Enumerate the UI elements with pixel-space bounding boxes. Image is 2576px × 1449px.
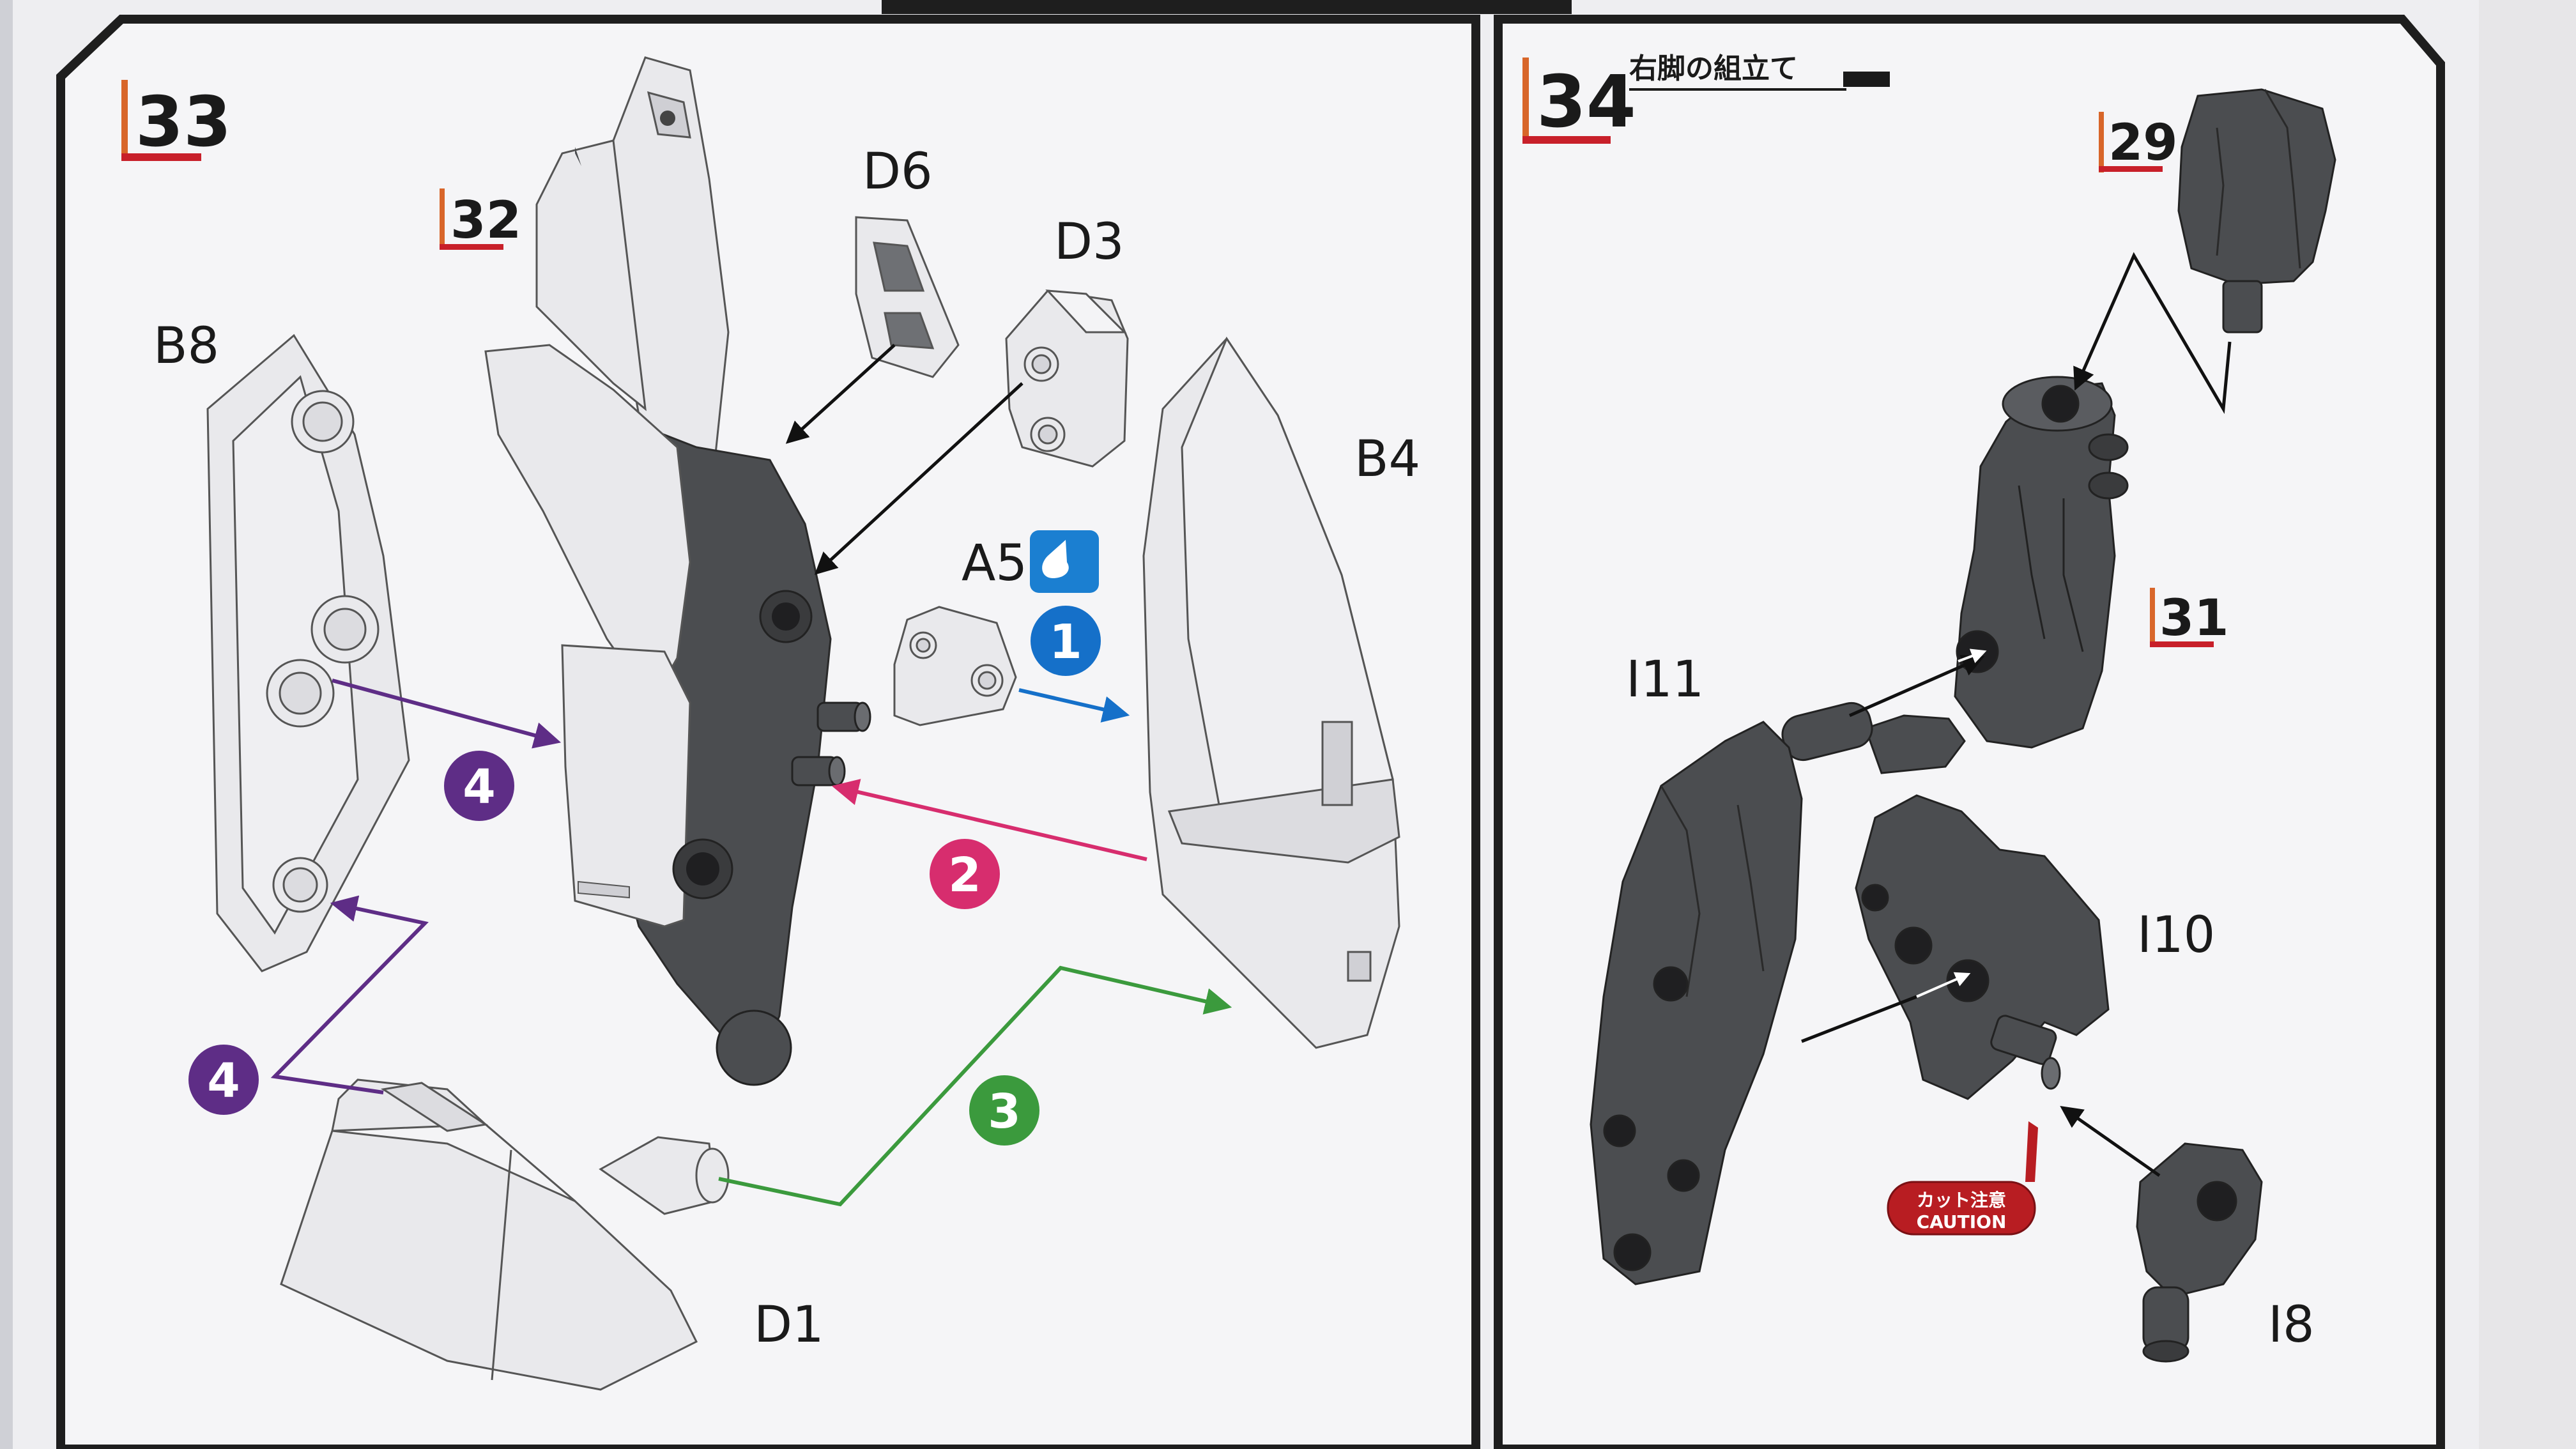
- step-33-number: 33: [135, 82, 231, 162]
- part-i10: [1855, 794, 2110, 1100]
- part-a5: [893, 606, 1017, 726]
- order-circle-3: 3: [969, 1075, 1039, 1146]
- assembly-arrows-right: [1801, 252, 2232, 1177]
- part-b8: [206, 334, 410, 972]
- part-d6: [855, 216, 960, 378]
- part-d1: [280, 1078, 730, 1391]
- part-labels: B8 D6 D3 B4 A5 D1 I11 I10 I8: [153, 143, 2315, 1354]
- svg-text:4: 4: [207, 1054, 240, 1108]
- order-circle-4-top: 4: [444, 751, 514, 821]
- step-34-badge: 34 右脚の組立て: [1522, 52, 1890, 144]
- order-circle-4-bottom: 4: [188, 1045, 259, 1115]
- order-circle-1: 1: [1031, 606, 1101, 676]
- step-32-number: 32: [450, 190, 521, 250]
- svg-text:4: 4: [463, 760, 496, 815]
- title-bar-accent: [1843, 72, 1890, 87]
- label-i10: I10: [2137, 907, 2215, 964]
- part-d3: [1005, 289, 1129, 468]
- part-central-assembly: [484, 56, 871, 1086]
- label-a5: A5: [962, 535, 1027, 592]
- label-i8: I8: [2268, 1296, 2315, 1354]
- label-d6: D6: [862, 143, 933, 201]
- step-34-number: 34: [1537, 61, 1636, 144]
- svg-text:1: 1: [1049, 615, 1082, 670]
- step-34-title: 右脚の組立て: [1629, 52, 1798, 85]
- step-29-number: 29: [2108, 114, 2178, 172]
- part-upper-joint: [2177, 88, 2336, 334]
- step-31-number: 31: [2159, 590, 2229, 647]
- part-i11: [1590, 702, 1966, 1285]
- part-b4: [1142, 336, 1400, 1049]
- order-circle-2: 2: [930, 839, 1000, 909]
- header-strip: [882, 0, 1572, 14]
- part-i8: [2136, 1142, 2263, 1363]
- step-33-badge: 33: [121, 80, 231, 162]
- label-i11: I11: [1626, 651, 1704, 709]
- background-wall: [2479, 0, 2576, 1449]
- step-29-ref-badge: 29: [2099, 112, 2178, 172]
- assembly-arrows-left: [270, 344, 1232, 1207]
- part-thigh: [1954, 376, 2129, 749]
- svg-text:2: 2: [948, 848, 981, 903]
- step-32-ref-badge: 32: [440, 188, 521, 250]
- glue-drop-icon: [1030, 530, 1099, 593]
- label-b8: B8: [153, 318, 219, 375]
- label-d3: D3: [1054, 213, 1124, 271]
- caution-label-jp: カット注意: [1917, 1190, 2006, 1211]
- caution-badge: カット注意 CAUTION: [1887, 1121, 2038, 1236]
- label-b4: B4: [1354, 431, 1420, 488]
- label-d1: D1: [754, 1296, 824, 1354]
- caution-label-en: CAUTION: [1917, 1211, 2007, 1232]
- svg-text:3: 3: [988, 1084, 1021, 1139]
- step-31-ref-badge: 31: [2150, 588, 2229, 647]
